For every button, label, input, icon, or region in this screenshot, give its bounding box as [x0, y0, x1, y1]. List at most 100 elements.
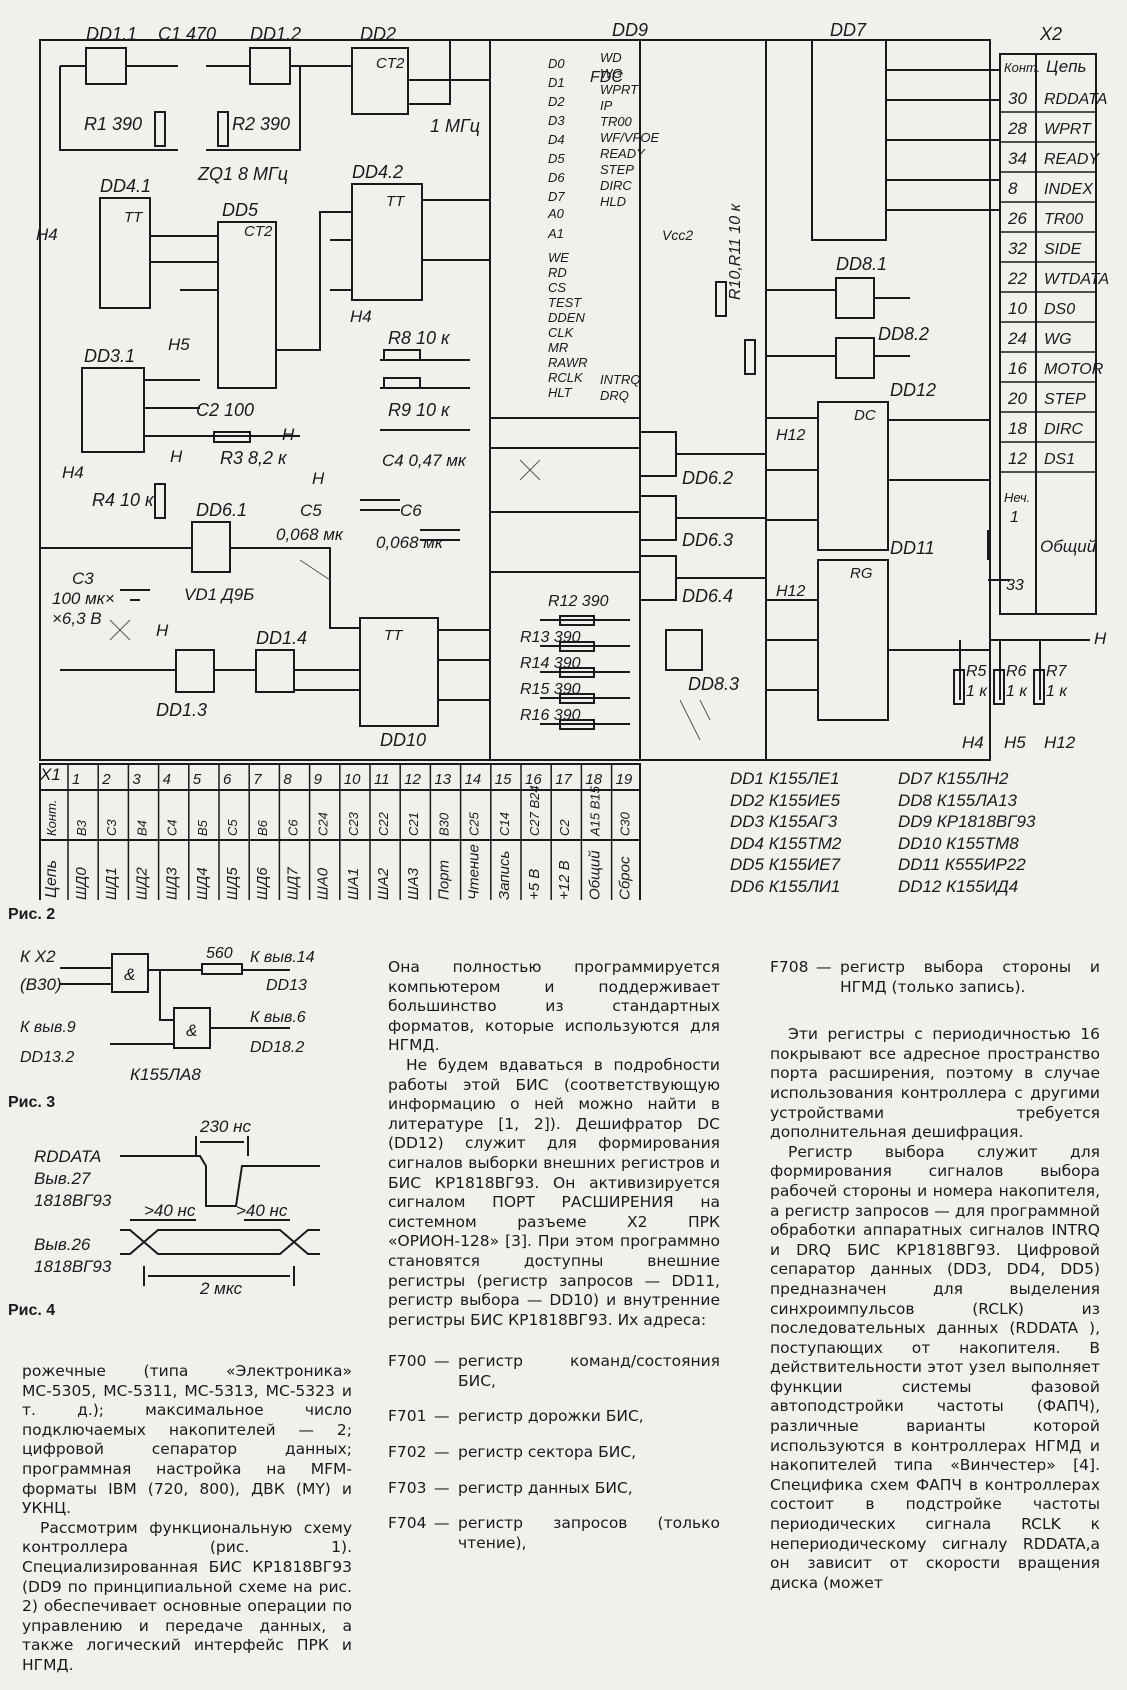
- dd9-pin-wd: WD: [600, 50, 622, 65]
- label-1mhz: 1 МГц: [430, 116, 480, 136]
- fig3-in2b: DD13.2: [20, 1049, 74, 1066]
- dd9-right-pins: WDWGWPRTIPTR00WF/VFOEREADYSTEPDIRCHLDINT…: [600, 50, 660, 403]
- chip-dd1-1: DD1.1: [86, 24, 137, 44]
- dd9-pin-we: WE: [548, 250, 569, 265]
- label-h-e: H: [1094, 629, 1107, 648]
- col2-paragraph-2: Не будем вдаваться в подробности работы …: [388, 1055, 720, 1329]
- label-r9: R9 10 к: [388, 400, 451, 420]
- x2-contact: 8: [1008, 179, 1018, 198]
- dd9-pin-d6: D6: [548, 170, 565, 185]
- label-h4-d: H4: [962, 733, 984, 752]
- x2-header-net: Цепь: [1046, 57, 1086, 76]
- register-addr: F700: [388, 1352, 427, 1371]
- x1-net: ШД4: [194, 867, 211, 900]
- dd9-pin-intrq: INTRQ: [600, 372, 640, 387]
- chip-dd8-3: DD8.3: [688, 674, 739, 694]
- register-addr: F702: [388, 1443, 427, 1462]
- dd9-pin-clk: CLK: [548, 325, 575, 340]
- label-r13: R13 390: [520, 629, 581, 646]
- part-entry: DD3 К155АГ3: [730, 812, 838, 831]
- x1-pin-number: 12: [404, 771, 421, 788]
- x2-net: MOTOR: [1044, 361, 1104, 378]
- x1-contact: С4: [165, 819, 180, 836]
- part-entry: DD5 К155ИЕ7: [730, 855, 841, 874]
- x2-net: DS1: [1044, 451, 1075, 468]
- part-entry: DD8 К155ЛА13: [898, 790, 1018, 810]
- fig3-out2b: DD18.2: [250, 1039, 304, 1056]
- dd9-pin-rclk: RCLK: [548, 370, 584, 385]
- register-text: регистр данных БИС,: [458, 1478, 633, 1497]
- register-text: регистр дорожки БИС,: [458, 1407, 644, 1426]
- fig4-40a: >40 нс: [144, 1201, 196, 1220]
- text-column-1: рожечные (типа «Электроника» МС-5305, МС…: [22, 1362, 352, 1676]
- x2-net: WTDATA: [1044, 271, 1109, 288]
- chip-dd6-2: DD6.2: [682, 468, 733, 488]
- label-rg: RG: [850, 565, 873, 582]
- register-f708-addr: F708: [770, 958, 809, 976]
- x1-pin-number: 10: [344, 771, 361, 788]
- x1-pin-number: 14: [465, 771, 482, 788]
- label-h-d: H: [156, 621, 169, 640]
- text-column-2: Она полностью программируется компьютеро…: [388, 958, 720, 1569]
- dd9-pin-dirc: DIRC: [600, 178, 632, 193]
- label-r2: R2 390: [232, 114, 290, 134]
- label-fdc: FDC: [590, 69, 623, 86]
- x2-contact: 34: [1008, 149, 1027, 168]
- dd9-pin-wfvfoe: WF/VFOE: [600, 130, 660, 145]
- fig3-out2a: К выв.6: [250, 1009, 306, 1026]
- register-dash: —: [434, 1352, 450, 1371]
- x2-net: WG: [1044, 331, 1072, 348]
- x1-contact: С23: [346, 811, 361, 836]
- x1-contact: С24: [316, 812, 331, 836]
- fig4-pin27: Выв.27: [34, 1169, 91, 1188]
- dd9-pin-wg: WG: [600, 66, 622, 81]
- register-f708-dash: —: [816, 958, 832, 976]
- label-c4: C4 0,47 мк: [382, 451, 467, 470]
- x1-contact: В3: [74, 819, 89, 836]
- x1-net: ША0: [315, 867, 332, 900]
- x1-title: X1: [39, 765, 61, 784]
- fig3-out1a: К выв.14: [250, 949, 315, 966]
- x1-contact: С14: [497, 812, 512, 836]
- x2-contact: 22: [1007, 269, 1027, 288]
- label-h4-b: H4: [350, 307, 372, 326]
- label-c2: C2 100: [196, 400, 254, 420]
- part-entry: DD12 К155ИД4: [898, 876, 1019, 896]
- x1-net: ШД2: [133, 867, 150, 900]
- x1-contact: В30: [436, 812, 451, 836]
- chip-dd4-2: DD4.2: [352, 162, 403, 182]
- x2-contact: 16: [1008, 359, 1027, 378]
- label-h12-b: H12: [776, 583, 805, 600]
- dd9-pin-wprt: WPRT: [600, 82, 639, 97]
- x1-contact: С22: [376, 811, 391, 836]
- x1-pin-number: 13: [434, 771, 451, 788]
- chip-dd8-1: DD8.1: [836, 254, 887, 274]
- x2-net: RDDATA: [1044, 91, 1107, 108]
- register-f702: F702—регистр сектора БИС,: [388, 1443, 720, 1463]
- register-text: регистр команд/состояния БИС,: [458, 1352, 720, 1390]
- register-f703: F703—регистр данных БИС,: [388, 1479, 720, 1499]
- register-f704: F704—регистр запросов (только чтение),: [388, 1514, 720, 1553]
- x1-net: ША1: [345, 868, 362, 900]
- label-vcc2: Vcc2: [662, 227, 693, 243]
- x1-net: ШД7: [284, 867, 301, 900]
- chip-dd1-2: DD1.2: [250, 24, 301, 44]
- x1-pin-number: 19: [616, 771, 633, 788]
- x1-net: ША2: [375, 867, 392, 900]
- fig4-2us: 2 мкс: [199, 1279, 243, 1296]
- register-dash: —: [434, 1478, 450, 1497]
- dd9-pin-mr: MR: [548, 340, 568, 355]
- col2-paragraph-1: Она полностью программируется компьютеро…: [388, 958, 720, 1055]
- dd9-pin-tr00: TR00: [600, 114, 633, 129]
- chip-dd6-1: DD6.1: [196, 500, 247, 520]
- register-f700: F700 — регистр команд/состояния БИС,: [388, 1352, 720, 1391]
- x1-net: ШД6: [254, 867, 271, 900]
- x2-title: X2: [1039, 24, 1062, 44]
- label-ct2-a: CT2: [376, 55, 405, 72]
- chip-dd1-4: DD1.4: [256, 628, 307, 648]
- x1-pin-number: 8: [283, 771, 292, 788]
- label-h12-c: H12: [1044, 733, 1076, 752]
